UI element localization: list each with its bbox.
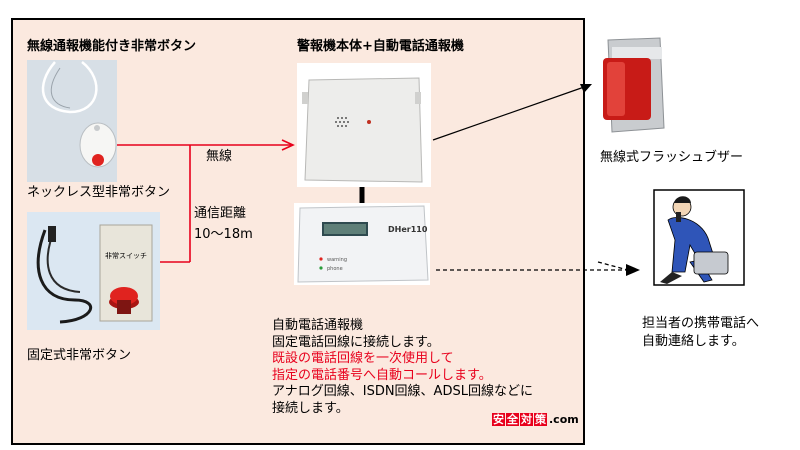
description-line: 固定電話回線に接続します。 [272, 334, 440, 350]
wireless-button-title: 無線通報機能付き非常ボタン [27, 39, 197, 54]
brand-suffix: .com [549, 413, 579, 426]
brand-logo: 安 全 対 策 .com [492, 413, 579, 426]
description-line: 自動電話通報機 [272, 318, 364, 333]
buzzer-arrow-head [580, 84, 592, 93]
auto-dialer-photo: DHer110 warning phone [294, 203, 430, 285]
person-on-phone-illustration [653, 189, 745, 286]
dialer-led2: phone [327, 266, 343, 272]
fixed-button-photo: 非常スイッチ [27, 212, 160, 330]
description-line: アナログ回線、ISDN回線、ADSL回線などに [272, 384, 533, 399]
description-line: 接続します。 [272, 400, 349, 416]
mobile-notify-line1: 担当者の携帯電話へ [642, 316, 760, 331]
description-line-highlight: 既設の電話回線を一次使用して [272, 351, 454, 366]
mobile-notify-line2: 自動連絡します。 [642, 334, 745, 349]
necklace-button-label: ネックレス型非常ボタン [27, 185, 171, 200]
brand-char: 策 [534, 413, 547, 426]
buzzer-arrow-line [432, 85, 588, 141]
flash-buzzer-photo [594, 33, 668, 137]
dialer-led1: warning [327, 257, 347, 263]
dialer-model: DHer110 [388, 225, 428, 234]
arrow-head [281, 139, 295, 151]
wireless-link-lines [112, 139, 295, 263]
alarm-unit-photo [297, 63, 431, 187]
brand-char: 全 [506, 413, 519, 426]
brand-char: 安 [492, 413, 505, 426]
description-line-highlight: 指定の電話番号へ自動コールします。 [272, 367, 492, 383]
brand-char: 対 [520, 413, 533, 426]
dialer-description: 自動電話通報機 固定電話回線に接続します。 既設の電話回線を一次使用して 指定の… [272, 318, 533, 417]
comm-distance-label: 通信距離 [194, 206, 247, 221]
wireless-label: 無線 [206, 149, 233, 164]
switch-label: 非常スイッチ [105, 251, 147, 260]
fixed-button-label: 固定式非常ボタン [27, 348, 132, 363]
necklace-button-photo [27, 60, 117, 182]
mobile-arrow-head [626, 264, 640, 276]
alarm-unit-title: 警報機本体+自動電話通報機 [297, 39, 464, 54]
flash-buzzer-label: 無線式フラッシュブザー [600, 150, 744, 165]
comm-range-label: 10～18m [194, 227, 253, 242]
